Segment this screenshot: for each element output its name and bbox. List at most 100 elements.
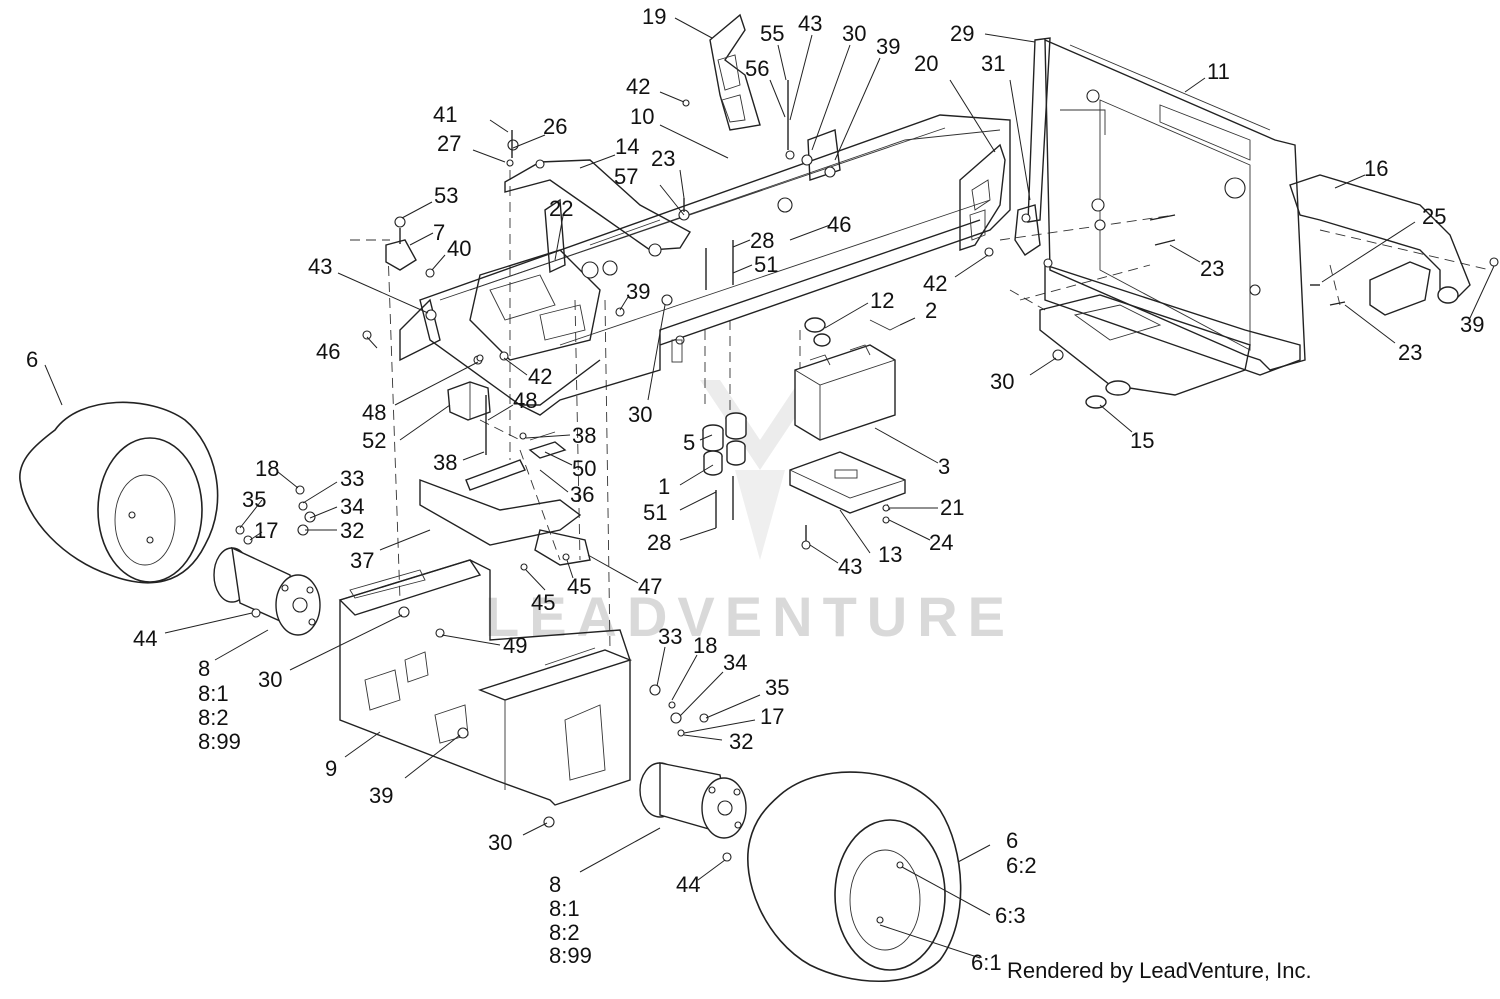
callout-8-1: 8:1 — [198, 681, 229, 706]
callout-40: 40 — [447, 236, 471, 261]
callout-25: 25 — [1422, 204, 1446, 229]
main-frame — [399, 114, 1011, 416]
callout-47: 47 — [638, 574, 662, 599]
rear-panel — [1039, 38, 1306, 396]
callout-33: 33 — [340, 466, 364, 491]
callout-23b: 23 — [1200, 256, 1224, 281]
assembly-lines — [350, 170, 1491, 651]
callout-39: 39 — [876, 34, 900, 59]
callout-34b: 34 — [723, 650, 747, 675]
battery — [789, 344, 906, 514]
hardware — [235, 80, 1499, 862]
callout-19: 19 — [642, 4, 666, 29]
callout-22: 22 — [549, 196, 573, 221]
callout-8b: 8 — [549, 872, 561, 897]
callout-53: 53 — [434, 183, 458, 208]
callout-17: 17 — [254, 518, 278, 543]
watermark: LEADVENTURE — [485, 380, 1015, 648]
callout-39d: 39 — [369, 783, 393, 808]
callout-55: 55 — [760, 21, 784, 46]
motor-right — [639, 762, 747, 839]
connector-12 — [804, 317, 901, 347]
callout-24: 24 — [929, 530, 953, 555]
callout-6-2: 6:2 — [1006, 853, 1037, 878]
callout-11: 11 — [1207, 59, 1230, 84]
callout-41: 41 — [433, 102, 457, 127]
isolators — [702, 240, 747, 528]
callout-50: 50 — [572, 456, 596, 481]
callout-56: 56 — [745, 56, 769, 81]
callout-2: 2 — [925, 298, 937, 323]
callout-28: 28 — [750, 228, 774, 253]
callout-48b: 48 — [513, 388, 537, 413]
callout-57: 57 — [614, 164, 638, 189]
callout-30: 30 — [842, 21, 866, 46]
callout-8-2: 8:2 — [198, 705, 229, 730]
callout-6b: 6 — [1006, 828, 1018, 853]
callout-23c: 23 — [1398, 340, 1422, 365]
callout-8b-99: 8:99 — [549, 943, 592, 968]
callout-15: 15 — [1130, 428, 1154, 453]
callout-3: 3 — [938, 454, 950, 479]
callout-8b-1: 8:1 — [549, 896, 580, 921]
callout-35b: 35 — [765, 675, 789, 700]
callout-30d: 30 — [258, 667, 282, 692]
callout-27: 27 — [437, 131, 461, 156]
callout-43b: 43 — [308, 254, 332, 279]
callout-30e: 30 — [488, 830, 512, 855]
callout-38b: 38 — [433, 450, 457, 475]
callout-48: 48 — [362, 400, 386, 425]
callout-34: 34 — [340, 494, 364, 519]
callout-45: 45 — [567, 574, 591, 599]
callout-9: 9 — [325, 756, 337, 781]
callout-44: 44 — [133, 626, 157, 651]
callout-14: 14 — [615, 134, 639, 159]
callout-36: 36 — [570, 482, 594, 507]
callout-5: 5 — [683, 430, 695, 455]
callout-42c: 42 — [528, 364, 552, 389]
callout-38: 38 — [572, 423, 596, 448]
callout-18b: 18 — [693, 633, 717, 658]
callout-17b: 17 — [760, 704, 784, 729]
motor-left — [213, 546, 321, 636]
callout-32: 32 — [340, 518, 364, 543]
callout-37: 37 — [350, 548, 374, 573]
relay — [419, 381, 591, 566]
callout-39b: 39 — [626, 279, 650, 304]
callout-51: 51 — [754, 252, 778, 277]
callout-1: 1 — [658, 474, 670, 499]
callout-13: 13 — [878, 542, 902, 567]
upper-bracket — [504, 159, 793, 274]
upper-clamp — [785, 129, 841, 181]
callout-21: 21 — [940, 495, 964, 520]
watermark-text: LEADVENTURE — [485, 585, 1015, 648]
callout-33b: 33 — [658, 624, 682, 649]
callout-44b: 44 — [676, 872, 700, 897]
strap — [1014, 37, 1106, 256]
callout-31: 31 — [981, 51, 1005, 76]
callout-8-99: 8:99 — [198, 729, 241, 754]
callout-23: 23 — [651, 146, 675, 171]
callout-39c: 39 — [1460, 312, 1484, 337]
lower-mount — [338, 559, 633, 806]
callout-49: 49 — [503, 633, 527, 658]
callout-45b: 45 — [531, 590, 555, 615]
callout-8: 8 — [198, 656, 210, 681]
callout-10: 10 — [630, 104, 654, 129]
footer-credit: Rendered by LeadVenture, Inc. — [1007, 958, 1312, 983]
callout-51b: 51 — [643, 500, 667, 525]
callout-30c: 30 — [628, 402, 652, 427]
callout-20: 20 — [914, 51, 938, 76]
callout-43c: 43 — [838, 554, 862, 579]
callout-26: 26 — [543, 114, 567, 139]
callout-46: 46 — [827, 212, 851, 237]
callout-35: 35 — [242, 487, 266, 512]
roll-bar — [1289, 174, 1471, 316]
callout-52: 52 — [362, 428, 386, 453]
callout-42: 42 — [626, 74, 650, 99]
plate-19 — [709, 13, 761, 131]
callout-32b: 32 — [729, 729, 753, 754]
callout-8b-2: 8:2 — [549, 920, 580, 945]
callout-7: 7 — [433, 220, 445, 245]
